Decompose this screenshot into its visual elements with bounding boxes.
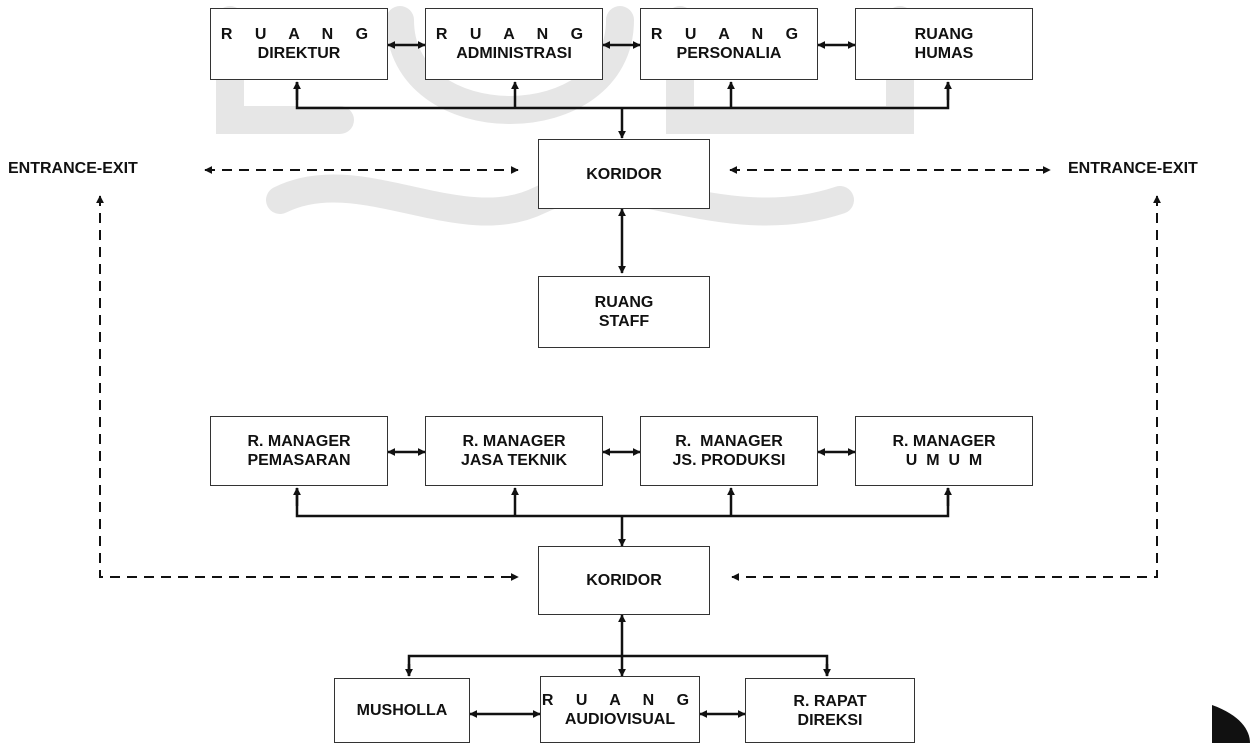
manager-produksi-line1: R. MANAGER bbox=[675, 433, 783, 450]
room-personalia: R U A N G PERSONALIA bbox=[640, 8, 818, 80]
room-rapat-direksi: R. RAPAT DIREKSI bbox=[745, 678, 915, 743]
top-bus bbox=[295, 82, 950, 110]
room-direktur-line1: R U A N G bbox=[220, 26, 378, 43]
entrance-exit-right: ENTRANCE-EXIT bbox=[1068, 160, 1198, 177]
manager-pemasaran-line1: R. MANAGER bbox=[247, 433, 351, 450]
room-humas-line2: HUMAS bbox=[914, 45, 974, 62]
entrance-exit-left: ENTRANCE-EXIT bbox=[8, 160, 138, 177]
room-direktur-line2: DIREKTUR bbox=[257, 45, 341, 62]
room-manager-pemasaran: R. MANAGER PEMASARAN bbox=[210, 416, 388, 486]
room-administrasi: R U A N G ADMINISTRASI bbox=[425, 8, 603, 80]
room-administrasi-line2: ADMINISTRASI bbox=[456, 45, 572, 62]
room-direktur: R U A N G DIREKTUR bbox=[210, 8, 388, 80]
manager-umum-line2: U M U M bbox=[905, 452, 983, 469]
manager-jasa-teknik-line1: R. MANAGER bbox=[462, 433, 566, 450]
koridor-top: KORIDOR bbox=[538, 139, 710, 209]
room-personalia-line2: PERSONALIA bbox=[676, 45, 782, 62]
room-administrasi-line1: R U A N G bbox=[435, 26, 593, 43]
room-humas: RUANG HUMAS bbox=[855, 8, 1033, 80]
room-staff-line2: STAFF bbox=[598, 313, 650, 330]
koridor-bottom-label: KORIDOR bbox=[586, 572, 662, 589]
room-rapat-line1: R. RAPAT bbox=[793, 692, 867, 710]
room-staff: RUANG STAFF bbox=[538, 276, 710, 348]
room-humas-line1: RUANG bbox=[914, 26, 974, 43]
room-audiovisual: R U A N G AUDIOVISUAL bbox=[540, 676, 700, 743]
room-manager-produksi: R. MANAGER JS. PRODUKSI bbox=[640, 416, 818, 486]
manager-produksi-line2: JS. PRODUKSI bbox=[672, 452, 786, 469]
room-musholla: MUSHOLLA bbox=[334, 678, 470, 743]
room-audiovisual-line1: R U A N G bbox=[541, 691, 699, 709]
manager-jasa-teknik-line2: JASA TEKNIK bbox=[460, 452, 568, 469]
room-manager-umum: R. MANAGER U M U M bbox=[855, 416, 1033, 486]
room-rapat-line2: DIREKSI bbox=[797, 711, 863, 729]
manager-umum-line1: R. MANAGER bbox=[892, 433, 996, 450]
room-musholla-label: MUSHOLLA bbox=[356, 702, 448, 719]
room-staff-line1: RUANG bbox=[594, 294, 654, 311]
room-manager-jasa-teknik: R. MANAGER JASA TEKNIK bbox=[425, 416, 603, 486]
room-personalia-line1: R U A N G bbox=[650, 26, 808, 43]
room-audiovisual-line2: AUDIOVISUAL bbox=[564, 710, 676, 728]
manager-pemasaran-line2: PEMASARAN bbox=[247, 452, 351, 469]
koridor-top-label: KORIDOR bbox=[586, 165, 662, 183]
koridor-bottom: KORIDOR bbox=[538, 546, 710, 615]
